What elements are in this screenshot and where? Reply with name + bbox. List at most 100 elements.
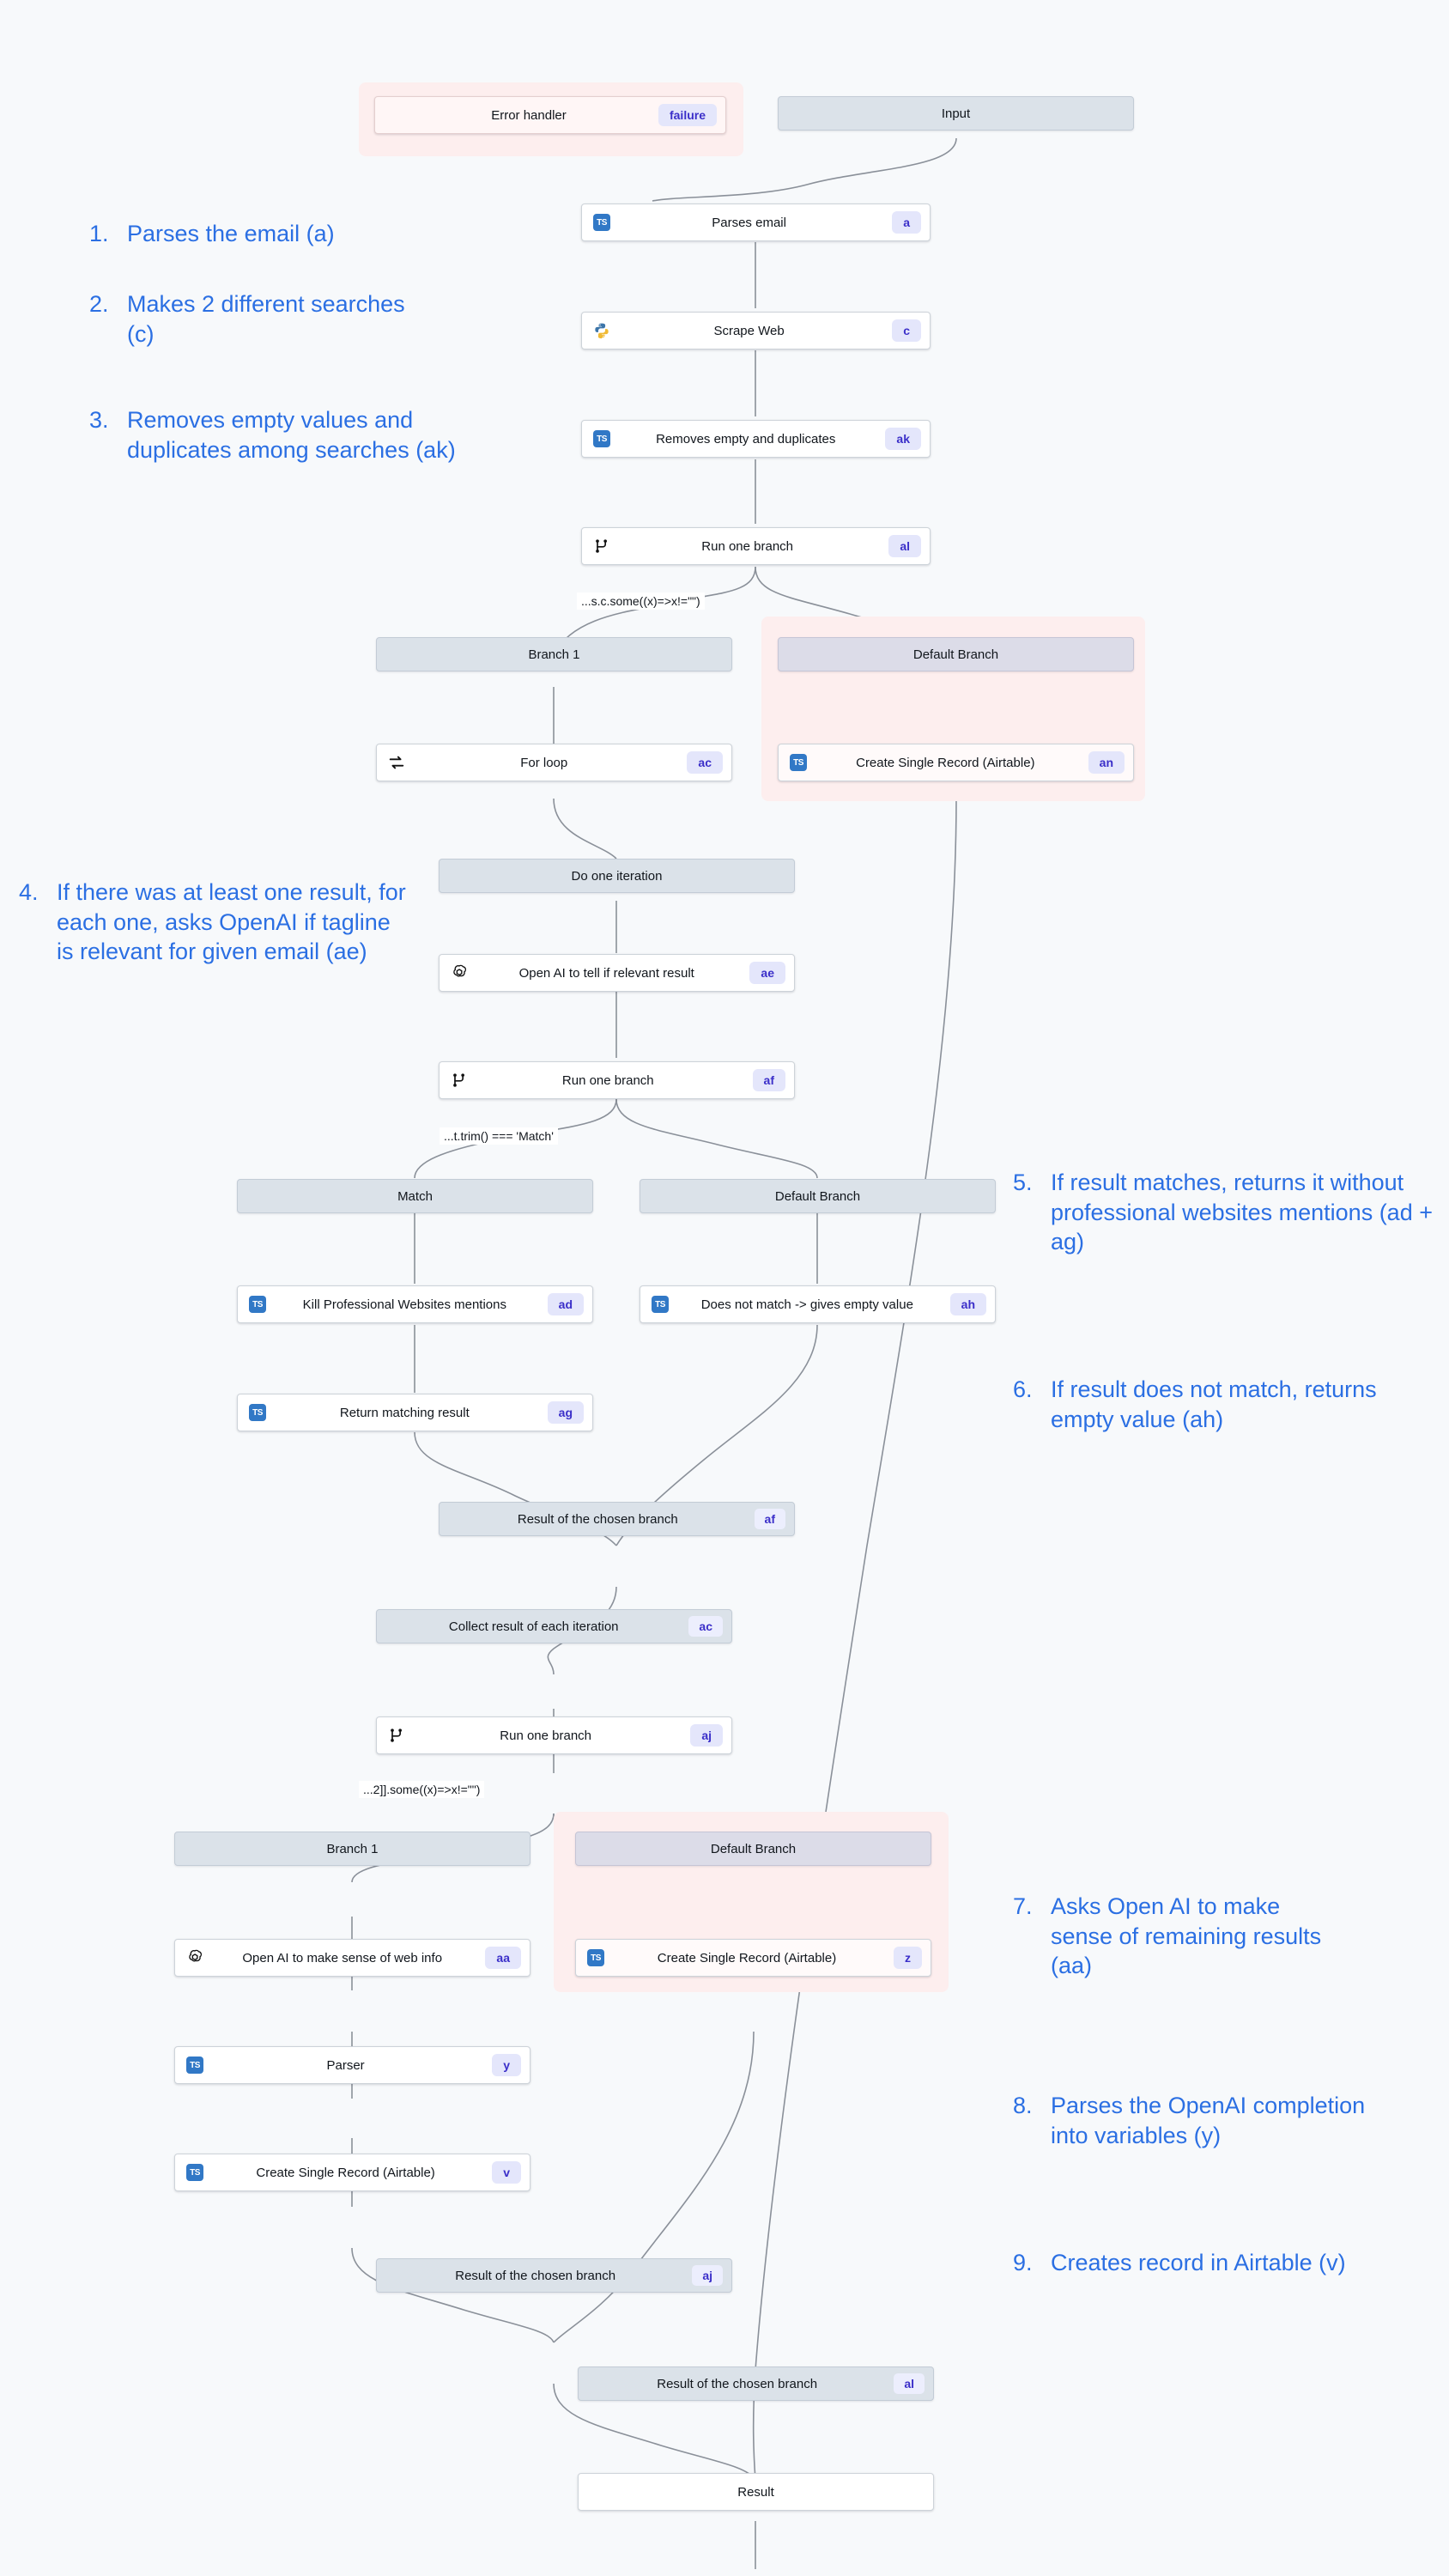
node-label: Parser (326, 2057, 365, 2073)
typescript-icon: TS (591, 211, 613, 234)
node-tag: ae (749, 962, 785, 984)
node-result-final[interactable]: Result (578, 2473, 934, 2511)
node-tag: c (892, 319, 921, 342)
bar-branch-1-top[interactable]: Branch 1 (376, 637, 732, 671)
node-tag: ah (949, 1293, 986, 1315)
node-create-single-record-v[interactable]: TS Create Single Record (Airtable) v (174, 2154, 530, 2191)
node-does-not-match[interactable]: TS Does not match -> gives empty value a… (640, 1285, 996, 1323)
node-label: Result (737, 2484, 774, 2500)
node-label: Open AI to tell if relevant result (518, 965, 694, 981)
annotation-7: 7. Asks Open AI to make sense of remaini… (1013, 1892, 1339, 1981)
annotation-5: 5. If result matches, returns it without… (1013, 1168, 1442, 1257)
node-create-single-record-an[interactable]: TS Create Single Record (Airtable) an (778, 744, 1134, 781)
node-return-matching-result[interactable]: TS Return matching result ag (237, 1394, 593, 1431)
node-tag: ac (687, 751, 723, 774)
bar-label: Default Branch (774, 1188, 861, 1204)
annotation-text: Removes empty values and duplicates amon… (127, 407, 456, 463)
node-label: Create Single Record (Airtable) (657, 1950, 837, 1965)
node-label: Create Single Record (Airtable) (856, 755, 1035, 770)
node-run-one-branch-af[interactable]: Run one branch af (439, 1061, 795, 1099)
node-tag: ak (885, 428, 921, 450)
bar-collect-result-each-iteration[interactable]: Collect result of each iteration ac (376, 1609, 732, 1643)
node-input[interactable]: Input (778, 96, 1134, 131)
node-tag: af (752, 1069, 785, 1091)
annotation-text: If result does not match, returns empty … (1051, 1376, 1377, 1432)
node-label: For loop (520, 755, 568, 770)
bar-result-of-chosen-branch-af[interactable]: Result of the chosen branch af (439, 1502, 795, 1536)
node-label: Run one branch (561, 1072, 654, 1088)
node-label: Run one branch (701, 538, 794, 554)
bar-default-branch-bottom[interactable]: Default Branch (575, 1832, 931, 1866)
node-for-loop[interactable]: For loop ac (376, 744, 732, 781)
bar-label: Branch 1 (528, 647, 580, 662)
bar-result-of-chosen-branch-al[interactable]: Result of the chosen branch al (578, 2366, 934, 2401)
bar-tag: al (894, 2373, 925, 2394)
node-run-one-branch-aj[interactable]: Run one branch aj (376, 1716, 732, 1754)
node-tag: a (892, 211, 921, 234)
node-label: Error handler (491, 107, 567, 123)
annotation-text: Parses the email (a) (127, 221, 335, 246)
node-tag: aj (690, 1724, 723, 1747)
bar-default-branch-mid[interactable]: Default Branch (640, 1179, 996, 1213)
annotation-2: 2. Makes 2 different searches (c) (89, 289, 407, 349)
node-tag: failure (658, 104, 717, 126)
node-create-single-record-z[interactable]: TS Create Single Record (Airtable) z (575, 1939, 931, 1977)
typescript-icon: TS (787, 751, 809, 774)
annotation-1: 1. Parses the email (a) (89, 219, 458, 249)
node-parser-y[interactable]: TS Parser y (174, 2046, 530, 2084)
bar-match[interactable]: Match (237, 1179, 593, 1213)
typescript-icon: TS (246, 1293, 269, 1315)
node-label: Input (941, 106, 971, 121)
bar-tag: af (754, 1509, 785, 1529)
node-tag: an (1088, 751, 1125, 774)
annotation-number: 2. (89, 291, 109, 317)
node-openai-relevant-result[interactable]: Open AI to tell if relevant result ae (439, 954, 795, 992)
bar-default-branch-top[interactable]: Default Branch (778, 637, 1134, 671)
node-error-handler[interactable]: Error handler failure (374, 96, 726, 134)
node-openai-make-sense-web-info[interactable]: Open AI to make sense of web info aa (174, 1939, 530, 1977)
branch-condition-aj: ...2]].some((x)=>x!="") (359, 1781, 485, 1798)
node-tag: aa (485, 1947, 521, 1969)
annotation-number: 8. (1013, 2093, 1033, 2118)
typescript-icon: TS (585, 1947, 607, 1969)
node-removes-empty-duplicates[interactable]: TS Removes empty and duplicates ak (581, 420, 931, 458)
annotation-text: Parses the OpenAI completion into variab… (1051, 2093, 1366, 2148)
bar-label: Match (397, 1188, 433, 1204)
node-label: Open AI to make sense of web info (242, 1950, 443, 1965)
annotation-text: If result matches, returns it without pr… (1051, 1170, 1433, 1255)
annotation-9: 9. Creates record in Airtable (v) (1013, 2248, 1356, 2278)
bar-branch-1-bottom[interactable]: Branch 1 (174, 1832, 530, 1866)
node-parses-email[interactable]: TS Parses email a (581, 204, 931, 241)
python-icon (591, 319, 613, 342)
bar-label: Collect result of each iteration (448, 1619, 619, 1634)
node-label: Run one branch (500, 1728, 592, 1743)
node-label: Parses email (712, 215, 786, 230)
bar-label: Result of the chosen branch (517, 1511, 678, 1527)
annotation-4: 4. If there was at least one result, for… (19, 878, 409, 967)
annotation-number: 1. (89, 221, 109, 246)
bar-label: Default Branch (912, 647, 999, 662)
openai-icon (184, 1947, 206, 1969)
bar-label: Do one iteration (571, 868, 663, 884)
node-tag: ag (547, 1401, 584, 1424)
node-label: Does not match -> gives empty value (700, 1297, 913, 1312)
annotation-text: Creates record in Airtable (v) (1051, 2250, 1346, 2275)
branch-icon (591, 535, 613, 557)
annotation-8: 8. Parses the OpenAI completion into var… (1013, 2091, 1373, 2150)
node-tag: y (492, 2054, 521, 2076)
annotation-3: 3. Removes empty values and duplicates a… (89, 405, 506, 465)
annotation-text: Makes 2 different searches (c) (127, 291, 405, 347)
node-tag: z (894, 1947, 922, 1969)
bar-do-one-iteration[interactable]: Do one iteration (439, 859, 795, 893)
node-label: Removes empty and duplicates (656, 431, 836, 447)
bar-label: Result of the chosen branch (657, 2376, 818, 2391)
bar-result-of-chosen-branch-aj[interactable]: Result of the chosen branch aj (376, 2258, 732, 2293)
annotation-number: 3. (89, 407, 109, 433)
bar-label: Result of the chosen branch (455, 2268, 616, 2283)
node-run-one-branch-al[interactable]: Run one branch al (581, 527, 931, 565)
node-scrape-web[interactable]: Scrape Web c (581, 312, 931, 349)
node-kill-professional-websites-mentions[interactable]: TS Kill Professional Websites mentions a… (237, 1285, 593, 1323)
loop-icon (385, 751, 408, 774)
node-tag: al (888, 535, 921, 557)
bar-tag: aj (692, 2265, 723, 2286)
